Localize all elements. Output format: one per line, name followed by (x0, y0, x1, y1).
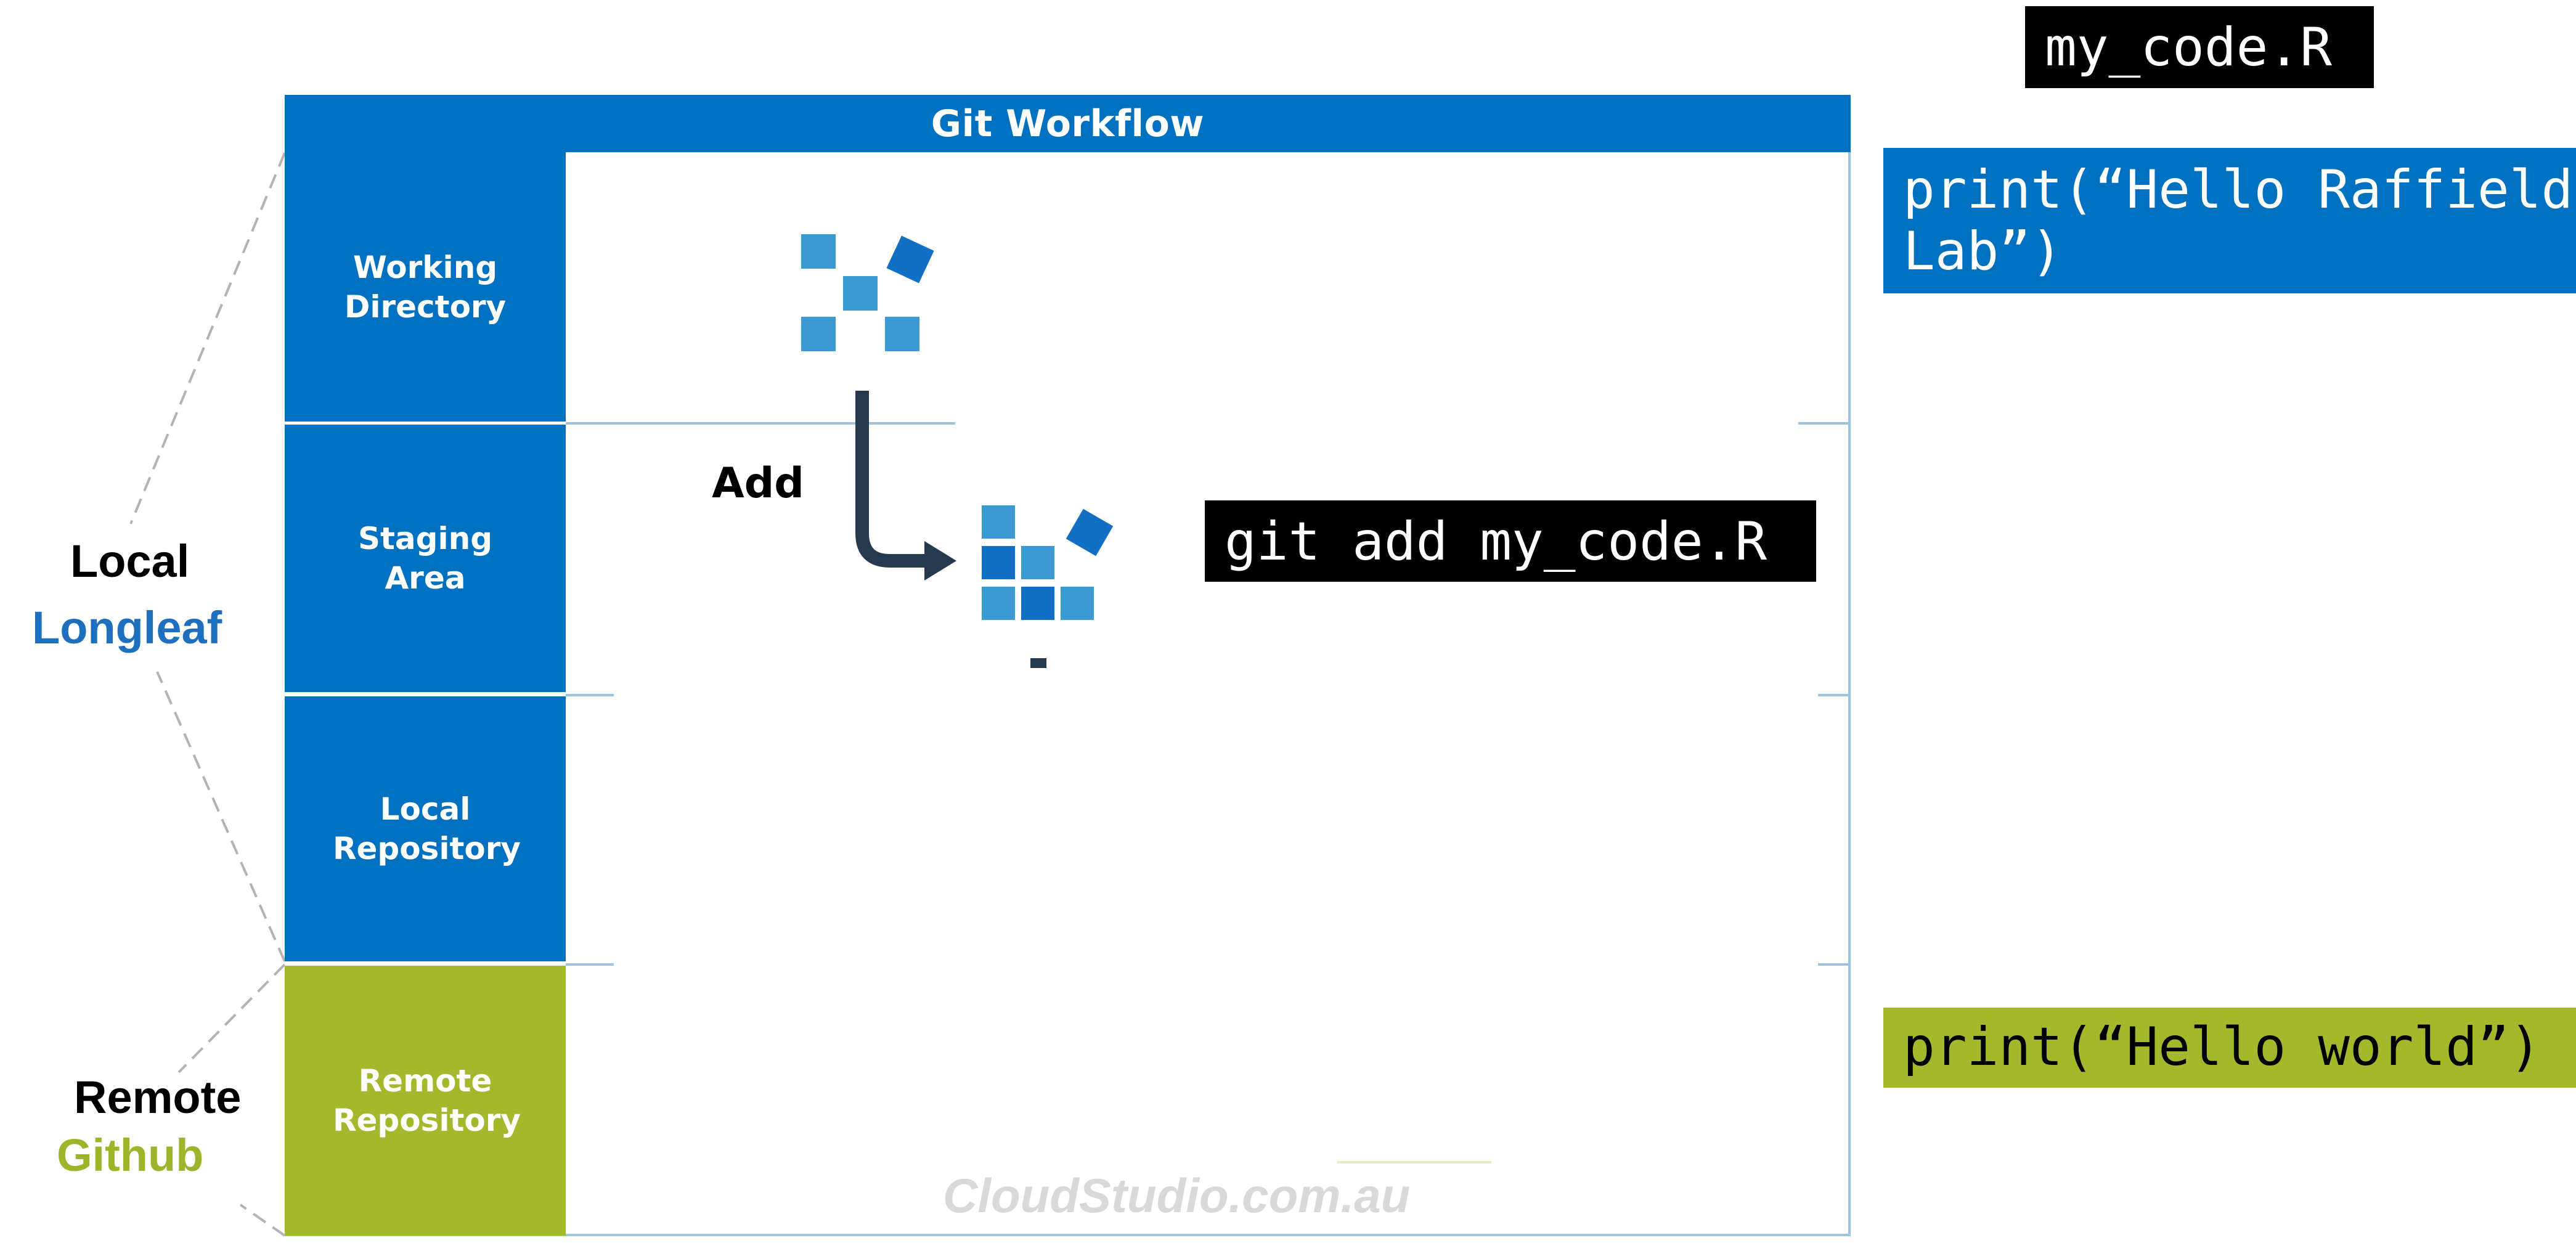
local-file-content: print(“Hello Raffield Lab”) (1883, 148, 2576, 293)
stage-label: Working Directory (344, 249, 507, 325)
stage-local-repository: Local Repository (285, 696, 566, 961)
local-machine-label: Longleaf (32, 602, 222, 653)
watermark-text: CloudStudio.com.au (943, 1168, 1411, 1223)
filename-label: my_code.R (2025, 6, 2374, 88)
local-group-label: Local (70, 536, 190, 587)
add-action-label: Add (712, 459, 804, 508)
diagram-title: Git Workflow (285, 95, 1851, 152)
remote-group-label: Remote (74, 1072, 242, 1123)
remote-file-content: print(“Hello world”) (1883, 1008, 2576, 1088)
separator-line (1798, 422, 1851, 425)
stage-label: Remote Repository (333, 1063, 521, 1138)
stage-label: Local Repository (333, 791, 521, 866)
separator-line (566, 963, 614, 966)
separator-line (1818, 694, 1851, 696)
git-add-command: git add my_code.R (1205, 500, 1816, 582)
group-bracket-lines (129, 152, 286, 1237)
add-arrow-icon (855, 391, 956, 581)
stage-working-directory: Working Directory (285, 152, 566, 422)
stage-staging-area: Staging Area (285, 425, 566, 692)
remote-host-label: Github (57, 1130, 204, 1181)
separator-line (1818, 963, 1851, 966)
stage-label: Staging Area (358, 521, 492, 596)
divider-mark (1337, 1161, 1491, 1163)
stage-remote-repository: Remote Repository (285, 966, 566, 1236)
separator-line (566, 694, 614, 696)
separator-line (566, 422, 955, 425)
